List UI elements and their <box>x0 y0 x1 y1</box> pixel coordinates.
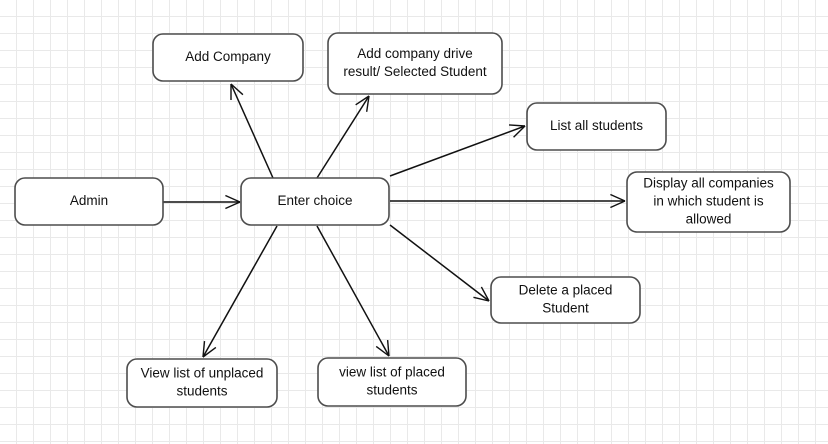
edge-enter-choice-to-add-company <box>230 83 274 179</box>
node-shape[interactable] <box>490 276 641 324</box>
node-shape[interactable] <box>317 357 467 407</box>
edge-shaft <box>389 224 490 302</box>
edge-shaft <box>202 225 278 358</box>
node-shape[interactable] <box>14 177 164 226</box>
node-label: Display all companies <box>643 176 774 191</box>
node-label: allowed <box>686 212 732 227</box>
node-label: Add Company <box>185 49 271 64</box>
node-label: students <box>176 384 227 399</box>
edge-shaft <box>389 125 526 177</box>
edge-arrowhead <box>225 194 241 203</box>
edge-enter-choice-to-view-list-placed <box>316 225 390 357</box>
nodes-layer: Admin Enter choice Add Company Add company … <box>14 32 791 408</box>
edge-enter-choice-to-list-all-students <box>389 124 526 177</box>
node-label: View list of unplaced <box>141 366 264 381</box>
edge-admin-to-enter-choice <box>163 194 241 210</box>
edge-arrowhead <box>513 125 526 138</box>
edge-arrowhead <box>375 345 390 357</box>
node-label: view list of placed <box>339 365 445 380</box>
node-add-company[interactable]: Add Company <box>152 33 304 82</box>
edge-arrowhead <box>202 346 217 358</box>
edge-arrowhead <box>365 95 370 112</box>
edge-arrowhead <box>610 200 626 209</box>
node-label: Admin <box>70 193 108 208</box>
edge-shaft <box>230 83 274 179</box>
node-label: students <box>366 383 417 398</box>
edge-arrowhead <box>610 193 626 202</box>
node-view-list-unplaced-students[interactable]: View list of unplaced students <box>126 358 278 408</box>
edges-layer <box>163 83 626 358</box>
node-shape[interactable] <box>526 102 667 151</box>
node-enter-choice[interactable]: Enter choice <box>240 177 390 226</box>
node-label: Delete a placed <box>519 283 613 298</box>
edge-shaft <box>316 225 390 357</box>
node-shape[interactable] <box>126 358 278 408</box>
edge-arrowhead <box>230 83 244 96</box>
edge-arrowhead <box>225 201 241 210</box>
node-shape[interactable] <box>152 33 304 82</box>
edge-arrowhead <box>355 95 370 106</box>
node-shape[interactable] <box>626 171 791 233</box>
edge-shaft <box>316 95 370 179</box>
node-label: result/ Selected Student <box>343 64 487 79</box>
node-label: Add company drive <box>357 46 473 61</box>
node-shape[interactable] <box>327 32 503 95</box>
node-label: Enter choice <box>277 193 352 208</box>
edge-enter-choice-to-view-list-unplaced <box>202 225 278 358</box>
node-display-all-companies[interactable]: Display all companies in which student is… <box>626 171 791 233</box>
edge-enter-choice-to-add-company-drive-result <box>316 95 370 179</box>
node-list-all-students[interactable]: List all students <box>526 102 667 151</box>
node-label: in which student is <box>653 194 764 209</box>
edge-arrowhead <box>202 341 206 358</box>
edge-enter-choice-to-delete-placed-student <box>389 224 490 302</box>
edge-arrowhead <box>386 339 390 357</box>
edge-arrowhead <box>480 286 490 302</box>
node-add-company-drive-result[interactable]: Add company drive result/ Selected Studen… <box>327 32 503 95</box>
node-view-list-placed-students[interactable]: view list of placed students <box>317 357 467 407</box>
node-shape[interactable] <box>240 177 390 226</box>
node-label: Student <box>542 301 589 316</box>
edge-arrowhead <box>508 124 526 127</box>
node-label: List all students <box>550 118 643 133</box>
node-admin[interactable]: Admin <box>14 177 164 226</box>
edge-arrowhead <box>473 296 490 302</box>
edge-enter-choice-to-display-all-companies <box>390 193 626 209</box>
